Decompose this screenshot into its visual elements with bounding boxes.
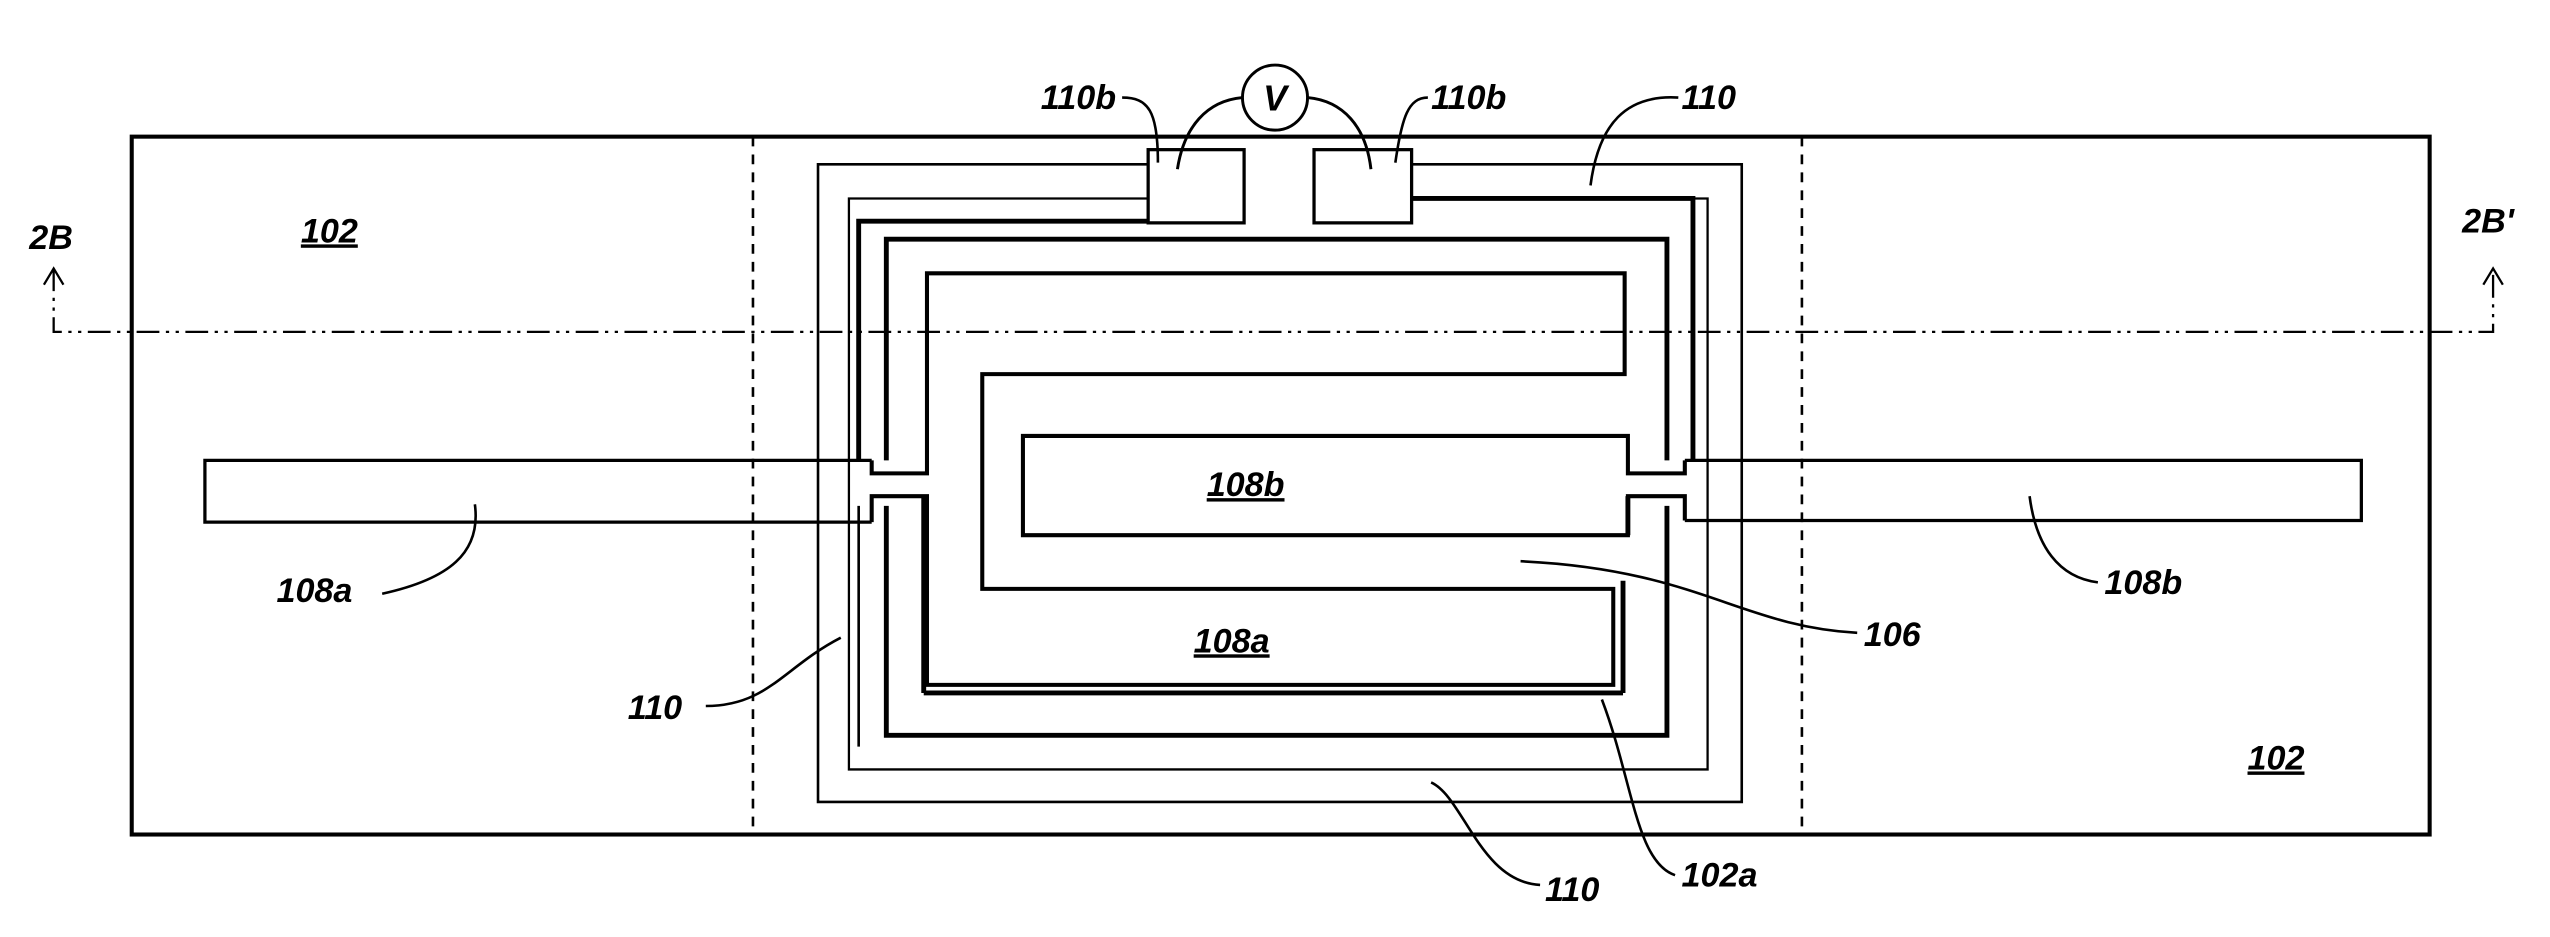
electrode-108b-comb (1023, 436, 1685, 535)
label-section-right: 2B' (2461, 203, 2516, 241)
label-section-left: 2B (28, 219, 73, 257)
section-line (54, 268, 2493, 331)
leader-108b-right (2030, 496, 2098, 582)
label-trace-top: 110 (1682, 79, 1736, 117)
label-electrode-right-outer: 108b (2104, 564, 2182, 602)
electrode-108b-bar (1685, 460, 2362, 520)
leader-trace-top (1590, 97, 1678, 185)
label-electrode-inner-bottom: 108a (1194, 622, 1270, 660)
leader-cavity (1602, 699, 1675, 875)
pad-left (1148, 150, 1244, 223)
leader-trace-left (706, 638, 841, 706)
voltmeter-label: V (1263, 79, 1290, 119)
label-pad-left: 110b (1041, 79, 1116, 117)
electrode-108a-bar (205, 460, 872, 522)
label-cavity: 102a (1682, 857, 1758, 895)
trace-middle-thick (859, 221, 1148, 460)
label-trace-left: 110 (628, 689, 682, 727)
leader-108a-left (382, 504, 476, 593)
label-gap: 106 (1864, 616, 1922, 654)
leader-gap (1521, 561, 1858, 633)
label-electrode-left-outer: 108a (276, 572, 352, 610)
label-pad-right: 110b (1431, 79, 1506, 117)
label-trace-bottom: 110 (1545, 871, 1599, 909)
label-substrate-right: 102 (2248, 739, 2305, 777)
label-substrate-left: 102 (301, 212, 358, 250)
label-electrode-inner-top: 108b (1207, 466, 1285, 504)
electrode-108a (205, 273, 1625, 693)
pad-right (1314, 150, 1412, 223)
